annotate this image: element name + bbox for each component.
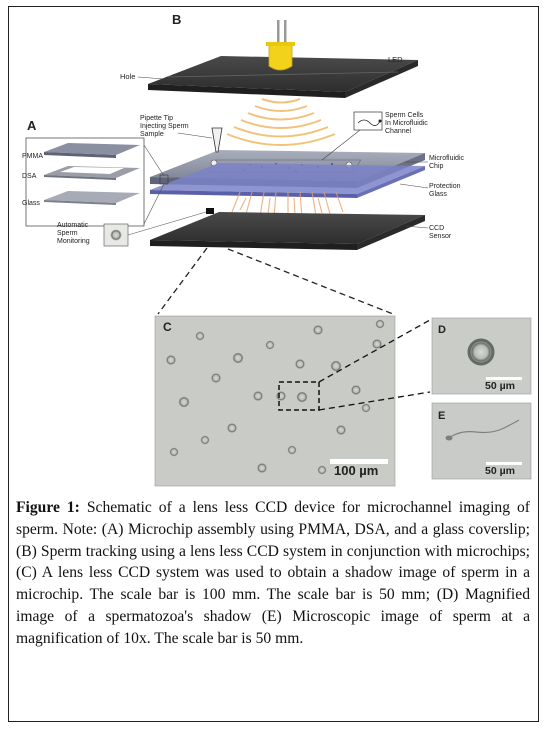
panel-label-c: C [163,320,172,334]
chip-label-2: Chip [429,163,444,170]
chip-label-1: Microfluidic [429,155,465,162]
zoom-line-d-top [318,319,431,383]
auto-label-3: Monitoring [57,238,90,245]
led-icon [266,20,295,71]
caption-label: Figure 1: [16,499,80,516]
pipette-label-2: Injecting Sperm [140,123,189,130]
glass-layer [44,191,140,205]
zoom-line-left [157,247,208,315]
sperm-label-2: In Microfluidic [385,120,428,127]
scalebar-d-label: 50 µm [485,380,515,392]
zoom-line-d-bottom [318,391,431,411]
pmma-label: PMMA [22,153,43,160]
ccd-sensor [150,208,425,250]
panel-label-a: A [27,118,37,133]
led-label: LED [388,55,403,64]
figure-caption: Figure 1: Schematic of a lens less CCD d… [16,497,530,650]
glass-label: Glass [22,200,40,207]
protection-glass [150,163,425,198]
panel-label-b: B [172,12,181,27]
panel-e-micrograph [431,402,532,480]
panel-label-d: D [438,324,446,336]
zoom-line-right [227,248,394,315]
caption-text: Schematic of a lens less CCD device for … [16,499,530,647]
protection-label-2: Glass [429,191,447,198]
monitoring-cell [110,229,122,241]
sperm-label-1: Sperm Cells [385,112,424,119]
panel-d-micrograph [431,317,532,395]
auto-label-2: Sperm [57,230,78,237]
panel-c-micrograph [154,315,396,487]
ccd-label-1: CCD [429,225,444,232]
pipette-tip-icon [211,127,223,153]
sperm-label-3: Channel [385,128,412,135]
protection-label-1: Protection [429,183,461,190]
dsa-layer [44,166,140,180]
pmma-layer [44,143,140,158]
panel-label-e: E [438,410,445,422]
scalebar-e-label: 50 µm [485,465,515,477]
hole-label: Hole [120,72,135,81]
light-waves [226,98,336,146]
ccd-label-2: Sensor [429,233,452,240]
hole-plate [148,56,418,98]
scalebar-c-label: 100 µm [334,463,378,478]
dsa-label: DSA [22,173,37,180]
pipette-label-1: Pipette Tip [140,115,173,122]
auto-label-1: Automatic [57,222,89,229]
pipette-label-3: Sample [140,131,164,138]
shadow-beams [231,191,344,218]
